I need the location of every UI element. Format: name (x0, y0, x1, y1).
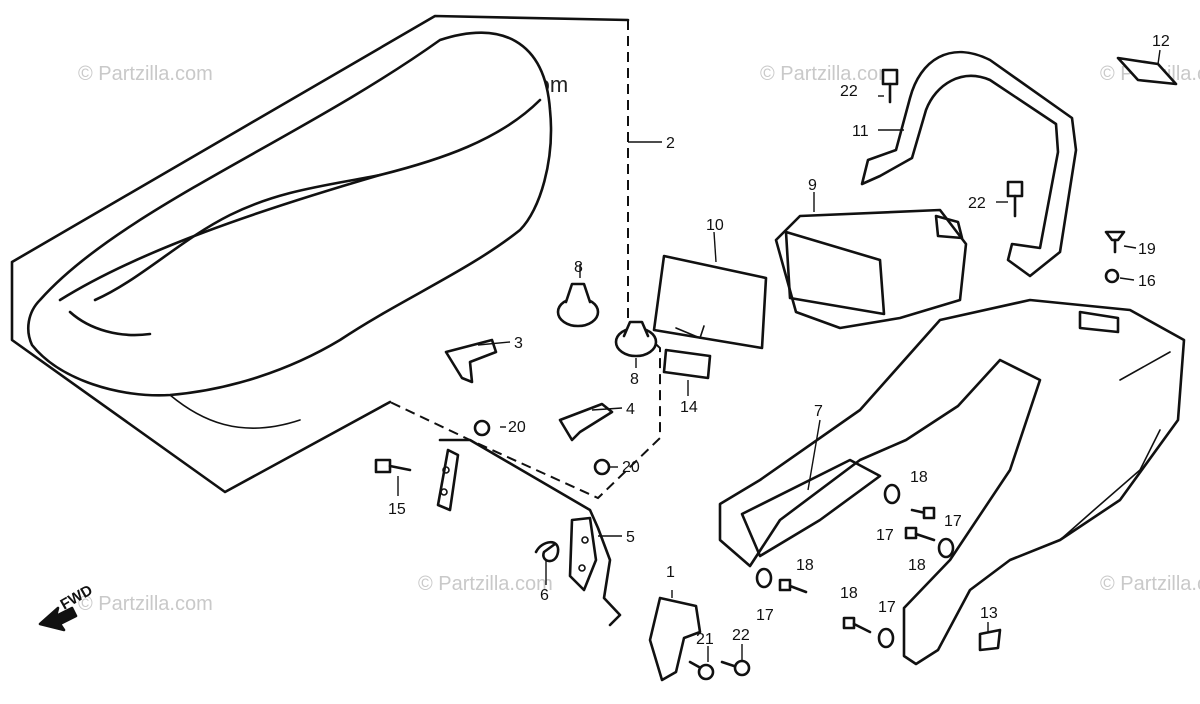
bolt-18a[interactable] (910, 506, 936, 520)
watermark: © Partzilla.com (1100, 573, 1200, 595)
callout-14: 14 (680, 399, 698, 416)
tail-light-housing[interactable] (774, 208, 968, 330)
callout-18a: 18 (910, 469, 928, 486)
caution-label[interactable] (662, 348, 712, 380)
leader-lines (397, 49, 1161, 662)
bolt-21[interactable] (688, 660, 715, 681)
callout-10: 10 (706, 217, 724, 234)
callouts: 1 2 3 4 5 6 7 8 8 9 10 11 12 13 14 15 16… (388, 33, 1170, 648)
seat-catch[interactable] (648, 596, 702, 682)
callout-20b: 20 (622, 459, 640, 476)
callout-18b: 18 (908, 557, 926, 574)
callout-22b: 22 (840, 83, 858, 100)
bolt-15[interactable] (374, 458, 412, 474)
callout-8a: 8 (574, 259, 583, 276)
callout-7: 7 (814, 403, 823, 420)
callout-18c: 18 (796, 557, 814, 574)
watermark: © Partzilla.com (78, 63, 213, 85)
washer-17a[interactable] (883, 483, 901, 505)
bracket-4[interactable] (558, 402, 614, 442)
callout-17a: 17 (876, 527, 894, 544)
label-13[interactable] (978, 628, 1002, 652)
washer-17b[interactable] (937, 537, 955, 559)
watermark: © Partzilla.com (418, 573, 553, 595)
callout-2: 2 (666, 135, 675, 152)
bolt-18c[interactable] (778, 578, 808, 594)
callout-17c: 17 (756, 607, 774, 624)
washer-17d[interactable] (877, 627, 895, 649)
seat-cushion-upper[interactable] (556, 282, 600, 328)
bolt-22-middle[interactable] (1006, 180, 1024, 218)
bolt-18b[interactable] (904, 526, 936, 542)
callout-13: 13 (980, 605, 998, 622)
clip-12[interactable] (1116, 56, 1178, 86)
callout-11: 11 (852, 123, 869, 140)
seat-group-outline (10, 14, 630, 494)
callout-4: 4 (626, 401, 635, 418)
callout-8b: 8 (630, 371, 639, 388)
bolt-18d[interactable] (842, 616, 872, 634)
tail-lens[interactable] (652, 254, 768, 350)
seat-lock-bracket[interactable] (436, 438, 622, 627)
seat[interactable] (26, 31, 553, 429)
seat-cushion-lower[interactable] (614, 320, 658, 358)
callout-3: 3 (514, 335, 523, 352)
washer-17c[interactable] (755, 567, 773, 589)
bolt-22-upper[interactable] (881, 68, 899, 104)
screw-19[interactable] (1104, 230, 1126, 254)
callout-1: 1 (666, 564, 675, 581)
rear-cowl[interactable] (718, 298, 1186, 666)
callout-20a: 20 (508, 419, 526, 436)
callout-16: 16 (1138, 273, 1156, 290)
callout-22a: 22 (732, 627, 750, 644)
callout-22c: 22 (968, 195, 986, 212)
callout-12: 12 (1152, 33, 1170, 50)
callout-9: 9 (808, 177, 817, 194)
spring[interactable] (534, 540, 560, 563)
bracket-3[interactable] (444, 338, 498, 384)
grab-rail[interactable] (860, 50, 1078, 278)
callout-17b: 17 (944, 513, 962, 530)
callout-17d: 17 (878, 599, 896, 616)
watermark: © Partzilla.com (78, 593, 213, 615)
callout-6: 6 (540, 587, 549, 604)
nut-16[interactable] (1104, 268, 1120, 284)
watermark-layer: © Partzilla.com © Partzilla.com © Partzi… (78, 63, 1200, 615)
callout-19: 19 (1138, 241, 1156, 258)
nut-20-lower[interactable] (593, 458, 611, 476)
callout-15: 15 (388, 501, 406, 518)
watermark: © Partzilla.com (760, 63, 895, 85)
nut-20-upper[interactable] (473, 419, 491, 437)
bolt-22-lower[interactable] (720, 659, 751, 677)
callout-5: 5 (626, 529, 635, 546)
callout-21: 21 (696, 631, 714, 648)
callout-18d: 18 (840, 585, 858, 602)
